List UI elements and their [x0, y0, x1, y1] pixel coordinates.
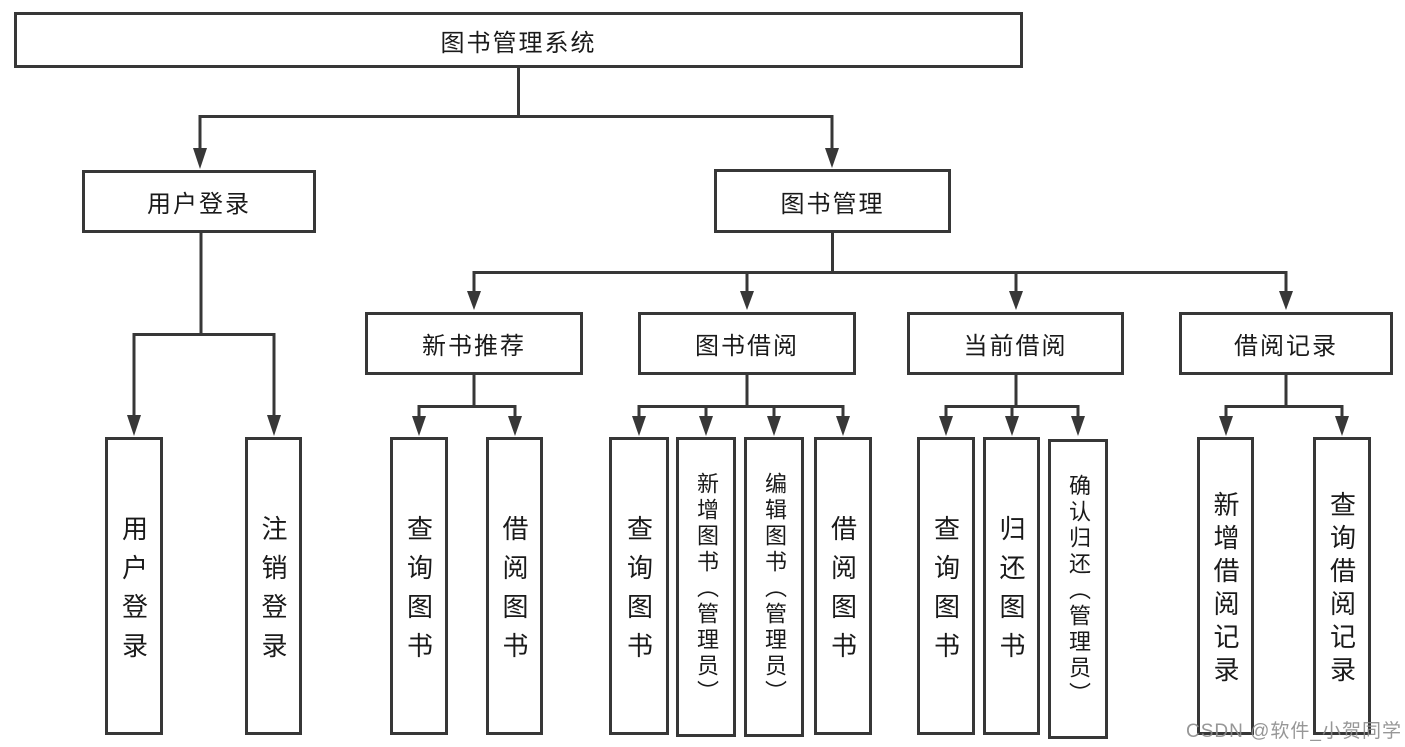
node-borrow-books-recommend: 借阅图书: [486, 437, 543, 735]
node-logout: 注销登录: [245, 437, 302, 735]
node-book-management-branch: 图书管理: [714, 169, 951, 233]
node-user-login-branch: 用户登录: [82, 170, 316, 233]
node-return-books: 归还图书: [983, 437, 1040, 735]
node-label: 借阅图书: [827, 514, 858, 671]
node-user-login: 用户登录: [105, 437, 163, 735]
node-label: 编辑图书（管理员）: [762, 472, 787, 706]
node-label: 新增图书（管理员）: [694, 472, 719, 706]
node-label: 注销登录: [258, 514, 288, 671]
node-label: 查询图书: [623, 514, 654, 671]
node-new-book-recommendation: 新书推荐: [365, 312, 583, 375]
node-label: 借阅图书: [499, 514, 529, 671]
node-label: 用户登录: [118, 514, 149, 671]
node-book-borrowing: 图书借阅: [638, 312, 856, 375]
node-query-borrow-record: 查询借阅记录: [1313, 437, 1371, 735]
csdn-watermark: CSDN @软件_小贺同学: [1186, 721, 1402, 742]
node-confirm-return-admin: 确认归还（管理员）: [1048, 439, 1108, 739]
node-label: 归还图书: [996, 514, 1026, 671]
node-label: 图书管理系统: [440, 29, 597, 57]
node-query-books-recommend: 查询图书: [390, 437, 448, 735]
node-label: 借阅记录: [1234, 333, 1338, 360]
node-label: 查询图书: [403, 514, 434, 671]
node-query-books-current: 查询图书: [917, 437, 975, 735]
node-label: 图书管理: [780, 190, 885, 218]
node-label: 查询图书: [930, 514, 961, 671]
node-label: 查询借阅记录: [1326, 490, 1357, 689]
node-label: 确认归还（管理员）: [1066, 474, 1091, 708]
node-label: 图书借阅: [695, 333, 799, 360]
node-label: 当前借阅: [963, 333, 1068, 360]
node-current-borrowing: 当前借阅: [907, 312, 1124, 375]
node-label: 用户登录: [147, 191, 251, 218]
node-edit-books-admin: 编辑图书（管理员）: [744, 437, 804, 737]
node-borrowing-records: 借阅记录: [1179, 312, 1393, 375]
node-add-books-admin: 新增图书（管理员）: [676, 437, 736, 737]
node-query-books-borrowing: 查询图书: [609, 437, 669, 735]
node-label: 新增借阅记录: [1210, 490, 1240, 689]
node-library-management-system: 图书管理系统: [14, 12, 1023, 68]
node-label: 新书推荐: [422, 333, 526, 360]
node-borrow-books-borrowing: 借阅图书: [814, 437, 872, 735]
node-add-borrow-record: 新增借阅记录: [1197, 437, 1254, 735]
